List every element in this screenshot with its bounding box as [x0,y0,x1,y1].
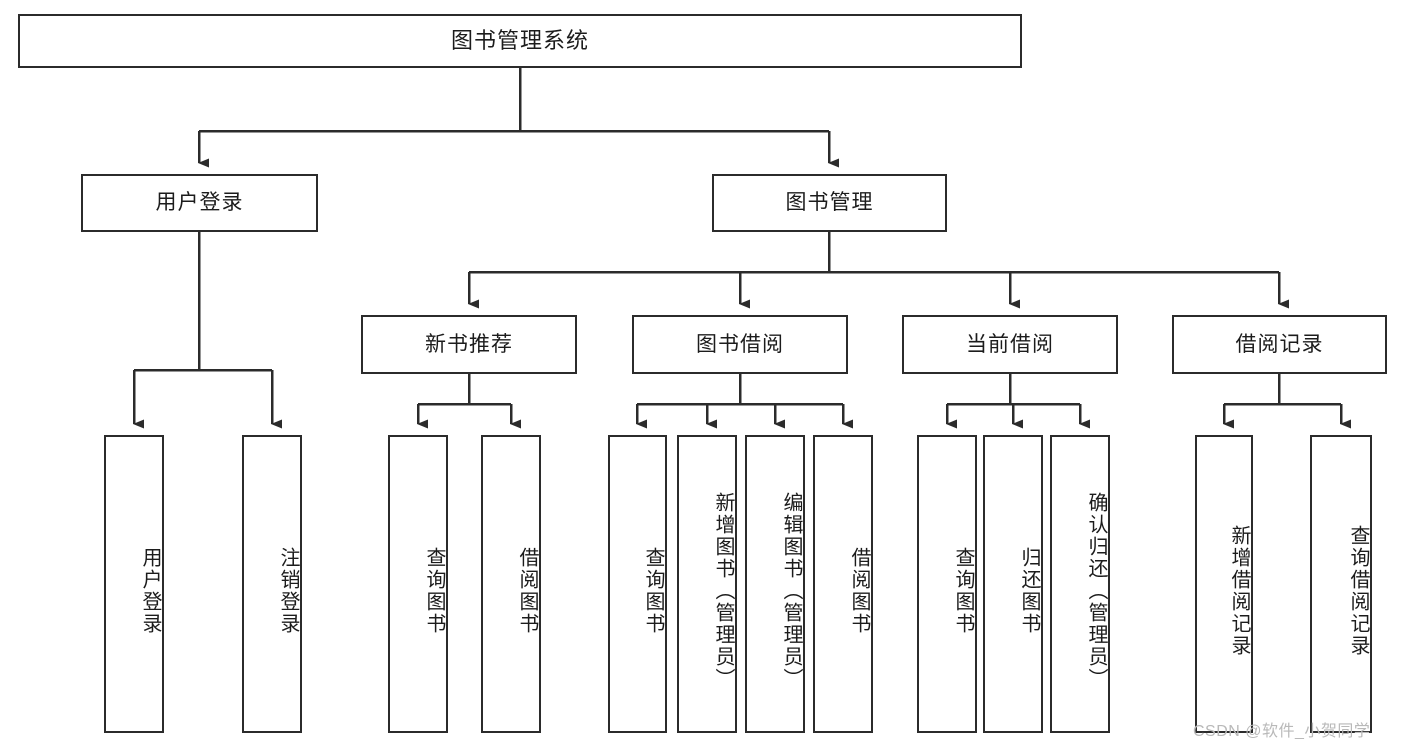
node-leaf-edit-book[interactable]: 编辑图书（管理员） [745,435,805,733]
node-book-borrow-label: 图书借阅 [696,332,784,356]
node-leaf-add-book-label: 新增图书（管理员） [712,492,734,690]
node-leaf-user-login-label: 用户登录 [139,547,161,635]
node-leaf-borrow-book-label: 借阅图书 [848,547,870,635]
node-book-manage[interactable]: 图书管理 [712,174,947,232]
node-current-borrow-label: 当前借阅 [966,332,1054,356]
node-user-login-label: 用户登录 [155,191,244,215]
node-leaf-return-book-label: 归还图书 [1018,547,1040,635]
node-leaf-return-book[interactable]: 归还图书 [983,435,1043,733]
node-new-book-rec[interactable]: 新书推荐 [361,315,577,374]
node-root-label: 图书管理系统 [450,27,589,53]
node-leaf-query-book-borrow[interactable]: 查询图书 [608,435,667,733]
node-leaf-logout[interactable]: 注销登录 [242,435,302,733]
node-book-borrow[interactable]: 图书借阅 [632,315,848,374]
node-root[interactable]: 图书管理系统 [18,14,1022,68]
node-leaf-confirm-return[interactable]: 确认归还（管理员） [1050,435,1110,733]
node-leaf-confirm-return-label: 确认归还（管理员） [1085,492,1107,690]
node-leaf-query-book-cur-label: 查询图书 [952,547,974,635]
node-new-book-rec-label: 新书推荐 [425,332,513,356]
node-leaf-borrow-book-rec[interactable]: 借阅图书 [481,435,541,733]
node-user-login[interactable]: 用户登录 [81,174,318,232]
node-leaf-borrow-book[interactable]: 借阅图书 [813,435,873,733]
node-current-borrow[interactable]: 当前借阅 [902,315,1118,374]
node-leaf-user-login[interactable]: 用户登录 [104,435,164,733]
node-leaf-query-book-borrow-label: 查询图书 [642,547,664,635]
csdn-watermark: CSDN @软件_小贺同学 [1193,723,1371,740]
node-borrow-record[interactable]: 借阅记录 [1172,315,1387,374]
node-leaf-add-book[interactable]: 新增图书（管理员） [677,435,737,733]
node-leaf-add-record[interactable]: 新增借阅记录 [1195,435,1253,733]
node-leaf-query-record-label: 查询借阅记录 [1347,525,1369,657]
node-leaf-query-book-rec-label: 查询图书 [423,547,445,635]
node-book-manage-label: 图书管理 [785,191,874,215]
node-leaf-query-book-rec[interactable]: 查询图书 [388,435,448,733]
node-leaf-logout-label: 注销登录 [277,547,299,635]
node-borrow-record-label: 借阅记录 [1235,332,1324,356]
node-leaf-add-record-label: 新增借阅记录 [1228,525,1250,657]
node-leaf-query-record[interactable]: 查询借阅记录 [1310,435,1372,733]
node-leaf-edit-book-label: 编辑图书（管理员） [780,492,802,690]
node-leaf-borrow-book-rec-label: 借阅图书 [516,547,538,635]
node-leaf-query-book-cur[interactable]: 查询图书 [917,435,977,733]
